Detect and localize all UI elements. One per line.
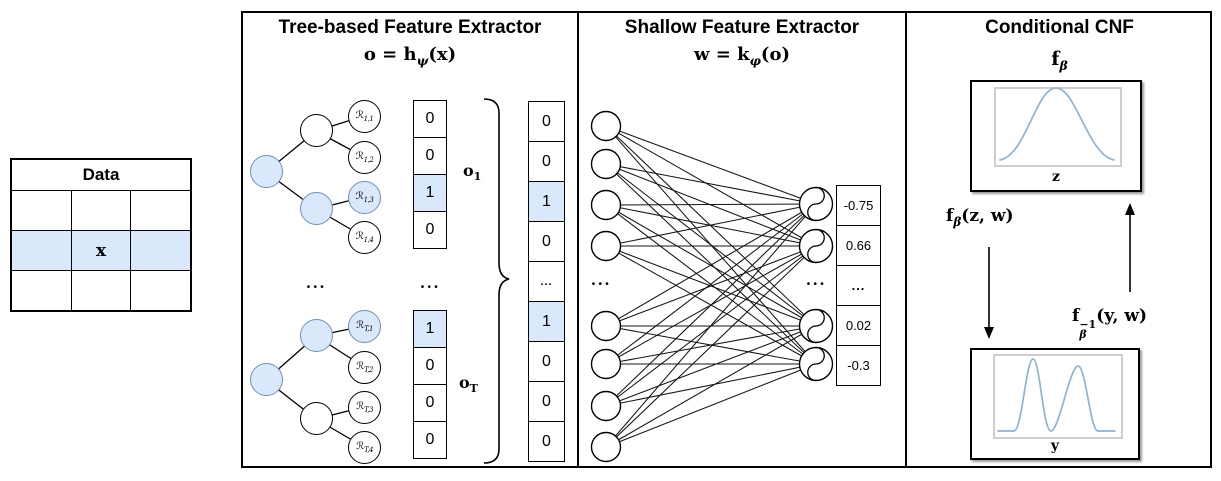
y-axis-label: y <box>1050 438 1060 454</box>
tree1-leaf-r13-active: ℛ1,3 <box>348 181 381 214</box>
trees-ellipsis: ... <box>305 274 327 292</box>
tree2-internal-node <box>300 402 333 435</box>
data-cell <box>72 271 132 310</box>
flow-label-sub: β <box>1059 58 1068 73</box>
vector-cell: 0 <box>413 211 447 249</box>
tree-eq-pre: o = h <box>363 44 417 65</box>
vectors-ellipsis: ... <box>419 274 441 292</box>
figure-outer-panel <box>241 11 1212 468</box>
target-distribution-plot: y <box>970 348 1140 460</box>
vector-cell: 0 <box>413 137 447 175</box>
tree-panel-title: Tree-based Feature Extractor <box>278 17 542 38</box>
data-table-row <box>12 191 190 231</box>
vector-cell: 0 <box>528 341 565 382</box>
plot-frame <box>993 354 1123 439</box>
o1-label: o1 <box>463 161 482 183</box>
data-cell <box>12 191 72 230</box>
leaf-label: ℛ1,2 <box>355 151 374 164</box>
shallow-eq-pre: w = k <box>694 44 750 65</box>
data-cell <box>12 231 72 270</box>
flow-label: fβ <box>907 48 1212 73</box>
data-cell <box>131 191 190 230</box>
nn-input-ellipsis: ... <box>590 271 612 289</box>
leaf-label: ℛ1,4 <box>355 231 374 244</box>
leaf-label: ℛT,2 <box>356 361 373 374</box>
one-hot-vector-2: 1 0 0 0 <box>413 310 447 459</box>
vector-cell-active: 1 <box>413 310 447 348</box>
shallow-equation: w = kφ(o) <box>579 44 905 68</box>
vector-cell: 0 <box>528 221 565 262</box>
vector-cell-ellipsis: ... <box>836 265 881 306</box>
tree-eq-sub: ψ <box>416 53 429 68</box>
tree2-leaf-rt2: ℛT,2 <box>348 351 381 384</box>
tree2-internal-node <box>300 319 333 352</box>
forward-map-label: fβ(z, w) <box>946 206 1014 229</box>
one-hot-vector-1: 0 0 1 0 <box>413 100 447 249</box>
tree1-leaf-r14: ℛ1,4 <box>348 221 381 254</box>
leaf-label: ℛT,1 <box>356 320 373 333</box>
vector-cell: 0 <box>528 381 565 422</box>
vector-cell-active: 1 <box>528 301 565 342</box>
vector-cell-active: 1 <box>413 174 447 212</box>
tree1-leaf-r12: ℛ1,2 <box>348 141 381 174</box>
vector-cell: 0 <box>413 100 447 138</box>
shallow-eq-sub: φ <box>749 53 761 68</box>
flow-label-f: f <box>1051 48 1060 70</box>
vector-cell: 0.66 <box>836 225 881 266</box>
plot-frame <box>994 87 1122 167</box>
data-cell <box>131 231 191 270</box>
panel-divider <box>905 11 907 468</box>
vector-cell-active: 1 <box>528 181 565 222</box>
data-table: Data x <box>10 158 192 312</box>
tree-equation: o = hψ(x) <box>243 44 577 68</box>
data-cell <box>12 271 72 310</box>
oT-label: oT <box>459 373 478 395</box>
leaf-label: ℛ1,3 <box>355 191 374 204</box>
vector-cell: 0.02 <box>836 305 881 346</box>
data-table-row <box>12 271 190 310</box>
vector-cell: -0.75 <box>836 185 881 226</box>
tree1-root-node <box>250 155 283 188</box>
vector-cell: 0 <box>528 421 565 462</box>
vector-cell: 0 <box>413 421 447 459</box>
tree2-leaf-rt3: ℛT,3 <box>348 391 381 424</box>
vector-cell-ellipsis: ... <box>528 261 565 302</box>
panel-divider <box>577 11 579 468</box>
leaf-label: ℛT,4 <box>356 441 373 454</box>
data-cell-x: x <box>71 231 132 270</box>
shallow-eq-post: (o) <box>760 44 790 65</box>
tree2-leaf-rt4: ℛT,4 <box>348 431 381 464</box>
data-table-highlighted-row: x <box>12 231 191 271</box>
base-distribution-plot: z <box>970 80 1142 192</box>
cnf-panel-title: Conditional CNF <box>985 17 1134 38</box>
vector-cell: 0 <box>413 347 447 385</box>
tree1-leaf-r11: ℛ1,1 <box>348 100 381 133</box>
data-cell <box>72 191 132 230</box>
tree2-leaf-rt1-active: ℛT,1 <box>348 310 381 343</box>
leaf-label: ℛT,3 <box>356 401 373 414</box>
tree2-root-node <box>250 363 283 396</box>
tree1-internal-node <box>300 192 333 225</box>
data-cell <box>131 271 190 310</box>
concatenated-vector: 0 0 1 0 ... 1 0 0 0 <box>528 101 565 462</box>
tree1-internal-node <box>300 114 333 147</box>
nn-output-ellipsis: ... <box>805 271 827 289</box>
vector-cell: -0.3 <box>836 345 881 386</box>
x-sample-label: x <box>95 240 107 261</box>
vector-cell: 0 <box>528 101 565 142</box>
vector-cell: 0 <box>528 141 565 182</box>
leaf-label: ℛ1,1 <box>355 110 374 123</box>
vector-cell: 0 <box>413 384 447 422</box>
z-axis-label: z <box>1052 169 1060 185</box>
tree-eq-post: (x) <box>428 44 457 65</box>
shallow-panel-title: Shallow Feature Extractor <box>624 17 860 38</box>
data-table-title: Data <box>12 160 190 191</box>
embedding-vector: -0.75 0.66 ... 0.02 -0.3 <box>836 185 881 386</box>
